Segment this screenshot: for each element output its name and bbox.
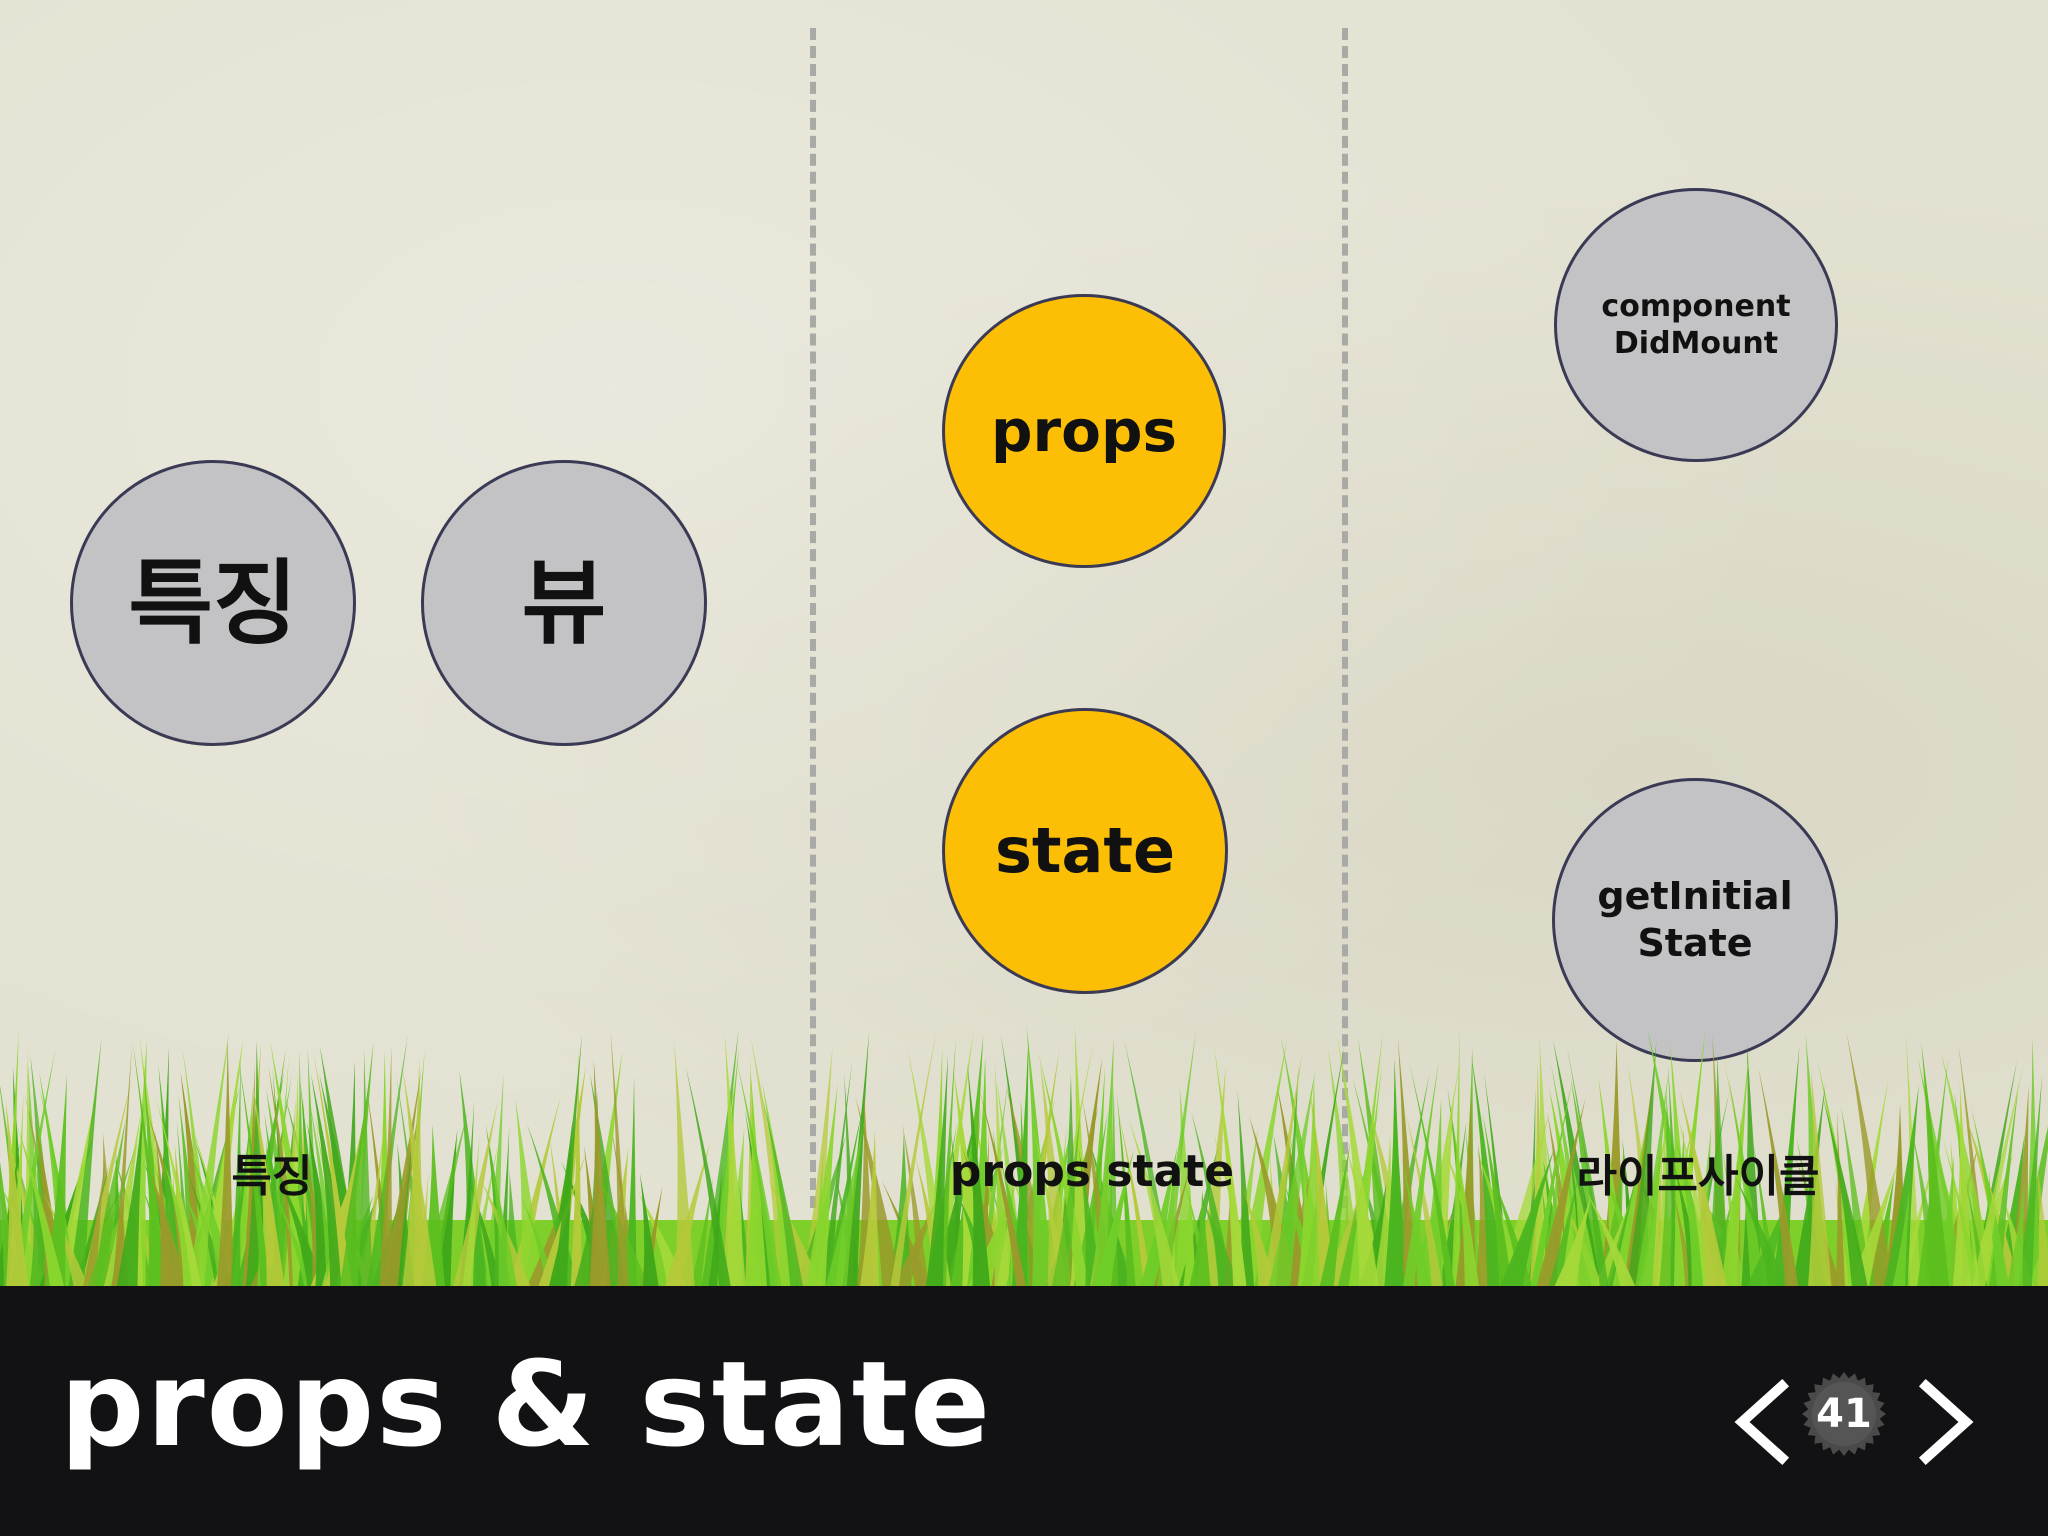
bubble-component-did-mount[interactable]: component DidMount — [1554, 188, 1838, 462]
bubble-props[interactable]: props — [942, 294, 1226, 568]
bubble-label: component DidMount — [1601, 288, 1791, 362]
bubble-label: 뷰 — [521, 549, 607, 657]
column-divider — [1342, 28, 1348, 1208]
chevron-left-icon[interactable] — [1730, 1378, 1794, 1466]
starburst-badge-icon — [1802, 1372, 1886, 1456]
slide-canvas: 특징 뷰 props state component DidMount getI… — [0, 0, 2048, 1286]
column-label-lifecycle: 라이프사이클 — [1576, 1151, 1820, 1202]
bubble-get-initial-state[interactable]: getInitial State — [1552, 778, 1838, 1062]
bubble-label: 특징 — [128, 549, 298, 657]
bubble-label: props — [990, 396, 1177, 465]
bubble-features[interactable]: 특징 — [70, 460, 356, 746]
column-divider — [810, 28, 816, 1208]
bottom-bar — [0, 1286, 2048, 1536]
slide-title: props & state — [60, 1335, 993, 1473]
grass-decoration — [0, 1026, 2048, 1286]
bubble-view[interactable]: 뷰 — [421, 460, 707, 746]
column-label-props-state: props state — [949, 1146, 1235, 1197]
bubble-label: state — [994, 814, 1176, 888]
chevron-right-icon[interactable] — [1914, 1378, 1978, 1466]
bubble-label: getInitial State — [1597, 873, 1793, 966]
column-label-features: 특징 — [231, 1151, 313, 1202]
page-number: 41 — [1816, 1391, 1872, 1437]
bubble-state[interactable]: state — [942, 708, 1228, 994]
